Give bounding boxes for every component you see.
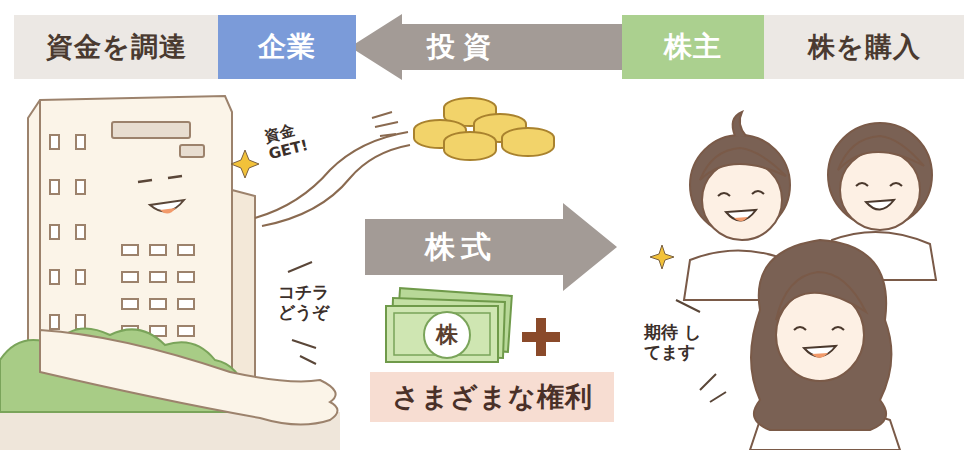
- person-right: [838, 136, 924, 170]
- person-front: [751, 240, 891, 430]
- shareholder-box: 株主: [622, 15, 764, 79]
- building: [138, 176, 182, 182]
- person-front: [794, 327, 844, 330]
- building: [160, 208, 176, 214]
- building: [122, 299, 138, 309]
- person-front: [812, 353, 828, 358]
- stock-arrow: 株式: [365, 203, 617, 291]
- person-left: [702, 160, 782, 240]
- person-right: [856, 183, 902, 186]
- node-text: 株式: [425, 230, 497, 265]
- person-right: [840, 150, 920, 230]
- node-text: 株主: [664, 31, 722, 63]
- sparkle: [650, 245, 674, 269]
- rights-box: さまざまな権利: [370, 372, 614, 422]
- stock-notes: [386, 288, 512, 362]
- label-box: 株を購入: [764, 15, 964, 79]
- building: [122, 245, 138, 255]
- plus-sign: [522, 318, 560, 356]
- building: [50, 315, 59, 329]
- building: [178, 272, 194, 282]
- arrow-label: 投資: [427, 30, 499, 64]
- building: [150, 299, 166, 309]
- person-right: [866, 200, 894, 210]
- sparkle: [231, 150, 259, 178]
- building: [112, 122, 190, 138]
- building: [50, 225, 59, 239]
- arm: [40, 330, 338, 425]
- person-front: [750, 240, 900, 450]
- building: [76, 270, 85, 284]
- node-text: 資金を調達: [46, 31, 187, 62]
- building: [76, 180, 85, 194]
- node-text: 株を購入: [808, 31, 921, 62]
- stock-notes: [386, 306, 498, 362]
- building: [150, 272, 166, 282]
- building: [50, 135, 59, 149]
- coins: [414, 98, 554, 160]
- building: [76, 315, 85, 329]
- person-left: [700, 148, 786, 180]
- handwritten-note: 期待 してます: [644, 322, 715, 363]
- coin-swoosh: [372, 112, 398, 136]
- handwritten-note: コチラ どうぞ: [278, 282, 349, 323]
- person-left: [734, 217, 748, 221]
- arrow-shape: [365, 203, 617, 291]
- coins: [502, 138, 554, 156]
- building: [178, 299, 194, 309]
- node-text: 企業: [258, 31, 316, 63]
- building: [50, 180, 59, 194]
- thick-arrow: [350, 14, 628, 80]
- node-text: 株: [436, 322, 459, 347]
- person-left: [718, 191, 764, 196]
- person-left: [726, 210, 756, 221]
- arm: [40, 330, 338, 425]
- building: [150, 245, 166, 255]
- building: [76, 225, 85, 239]
- handwritten-note: 資金GET!: [263, 113, 333, 163]
- label-box: 資金を調達: [14, 15, 218, 79]
- coin-swoosh: [255, 112, 410, 226]
- node-text: さまざまな権利: [392, 381, 593, 412]
- building: [122, 272, 138, 282]
- person-left: [733, 112, 746, 136]
- plus-sign: [536, 318, 546, 356]
- building: [178, 245, 194, 255]
- building: [180, 145, 204, 157]
- building: [50, 270, 59, 284]
- building: [178, 326, 194, 336]
- coins: [444, 142, 496, 160]
- building: [50, 135, 194, 336]
- stock-badge: 株: [423, 311, 471, 359]
- person-front: [776, 272, 866, 320]
- building: [76, 135, 85, 149]
- company-box: 企業: [218, 15, 356, 79]
